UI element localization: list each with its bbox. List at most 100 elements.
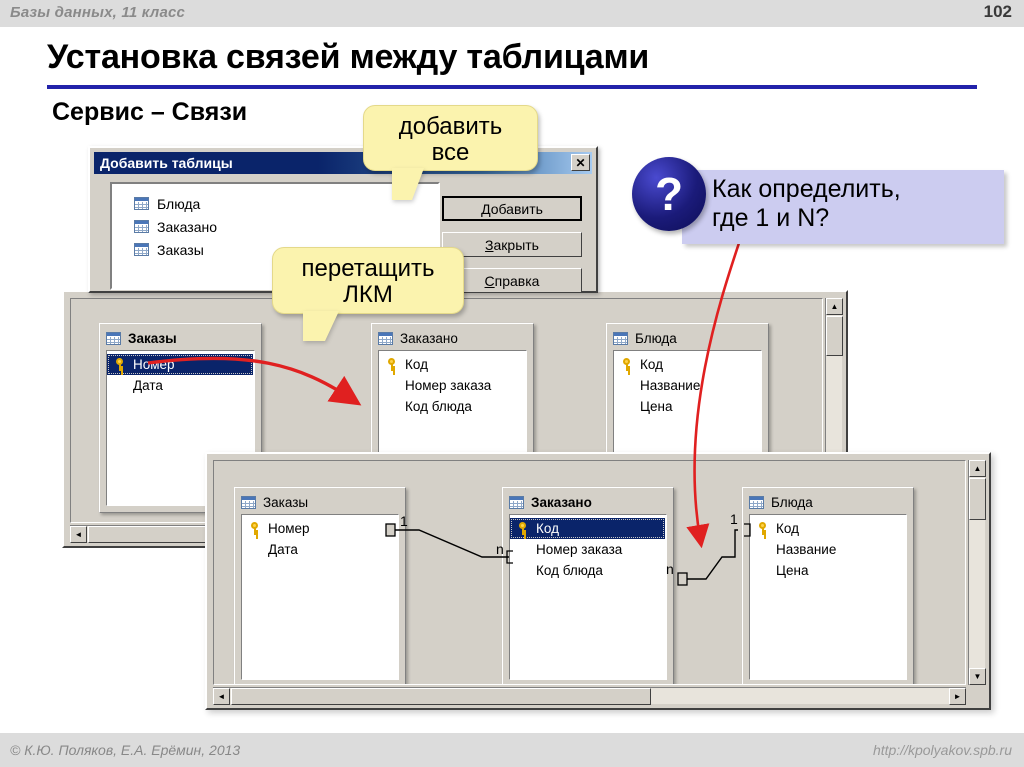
scroll-right-button[interactable]: ►: [949, 688, 966, 705]
field-label: Номер заказа: [536, 542, 623, 557]
field-row[interactable]: Номер: [242, 518, 398, 539]
field-row[interactable]: Название: [614, 375, 761, 396]
slide-subtitle: Сервис – Связи: [52, 98, 248, 126]
scroll-thumb-horizontal[interactable]: [231, 688, 651, 705]
field-label: Название: [640, 378, 701, 393]
table-card-blyuda-bottom[interactable]: Блюда Код Название Цена: [742, 487, 914, 684]
scroll-thumb-vertical[interactable]: [969, 478, 986, 520]
list-item-label: Заказы: [157, 241, 204, 258]
callout-add-all-line2: все: [431, 138, 470, 166]
footer-bar: [0, 733, 1024, 767]
help-button[interactable]: Справка: [442, 268, 582, 293]
header-bar: [0, 0, 1024, 27]
field-label: Номер: [133, 357, 175, 372]
horizontal-scrollbar-bottom[interactable]: ◄ ►: [213, 687, 966, 705]
table-card-title: Заказы: [263, 495, 309, 510]
scroll-up-button[interactable]: ▲: [969, 460, 986, 477]
primary-key-icon: [113, 358, 126, 371]
field-row[interactable]: Дата: [107, 375, 254, 396]
field-row[interactable]: Номер заказа: [379, 375, 526, 396]
callout-add-all: добавить все: [363, 105, 538, 200]
table-icon: [134, 243, 149, 256]
add-button-label: обавить: [490, 200, 543, 217]
table-card-title: Блюда: [635, 331, 677, 346]
primary-key-icon: [756, 522, 769, 535]
table-icon: [134, 197, 149, 210]
field-label: Код: [776, 521, 799, 536]
table-card-title: Заказано: [400, 331, 458, 346]
callout-drag: перетащить ЛКМ: [272, 247, 464, 341]
table-icon: [241, 496, 256, 509]
field-label: Код: [405, 357, 428, 372]
callout-drag-line1: перетащить: [301, 255, 435, 282]
link-end-many-left: [506, 550, 513, 564]
scroll-left-button[interactable]: ◄: [70, 526, 87, 543]
relationships-window-bottom: Заказы Номер Дата Заказано: [205, 452, 991, 710]
field-row[interactable]: Цена: [614, 396, 761, 417]
table-card-fields: Номер Дата: [241, 514, 399, 680]
primary-key-icon: [620, 358, 633, 371]
list-item[interactable]: Блюда: [134, 192, 438, 215]
callout-question-line1: Как определить,: [712, 175, 901, 203]
list-item[interactable]: Заказано: [134, 215, 438, 238]
vertical-scrollbar-bottom[interactable]: ▲ ▼: [968, 460, 986, 685]
table-card-header: Блюда: [749, 493, 907, 512]
field-row[interactable]: Код блюда: [510, 560, 666, 581]
field-row[interactable]: Код блюда: [379, 396, 526, 417]
list-item-label: Заказано: [157, 218, 218, 235]
table-card-header: Заказы: [241, 493, 399, 512]
primary-key-icon: [248, 522, 261, 535]
list-item[interactable]: Заказы: [134, 238, 438, 261]
field-label: Цена: [776, 563, 809, 578]
field-row[interactable]: Цена: [750, 560, 906, 581]
link-end-one-left: [385, 523, 396, 537]
page-title: Установка связей между таблицами: [47, 38, 650, 76]
cardinality-one-left: 1: [400, 513, 408, 529]
add-button-mnemonic: Д: [481, 200, 491, 217]
field-row[interactable]: Код: [614, 354, 761, 375]
field-row[interactable]: Код: [510, 518, 665, 539]
close-icon[interactable]: ✕: [571, 154, 590, 171]
scroll-left-button[interactable]: ◄: [213, 688, 230, 705]
table-card-header: Заказано: [378, 329, 527, 348]
table-icon: [509, 496, 524, 509]
scroll-up-button[interactable]: ▲: [826, 298, 843, 315]
field-row[interactable]: Номер: [107, 354, 253, 375]
close-button-mnemonic: З: [485, 236, 494, 253]
field-row[interactable]: Код: [750, 518, 906, 539]
table-card-title: Заказано: [531, 495, 592, 510]
field-row[interactable]: Название: [750, 539, 906, 560]
table-card-header: Блюда: [613, 329, 762, 348]
relationship-links: [385, 523, 751, 586]
table-card-zakazano-bottom[interactable]: Заказано Код Номер заказа Код блюда: [502, 487, 674, 684]
scroll-thumb-vertical[interactable]: [826, 316, 843, 356]
link-end-one-right: [744, 523, 751, 537]
footer-copyright: © К.Ю. Поляков, Е.А. Ерёмин, 2013: [10, 742, 241, 758]
relationships-canvas-bottom: Заказы Номер Дата Заказано: [213, 460, 966, 685]
table-icon: [749, 496, 764, 509]
callout-tail: [303, 311, 339, 341]
callout-question-line2: где 1 и N?: [712, 203, 830, 232]
question-mark-icon: ?: [632, 157, 706, 231]
help-button-mnemonic: С: [484, 272, 495, 289]
table-icon: [106, 332, 121, 345]
field-row[interactable]: Код: [379, 354, 526, 375]
close-button-label: акрыть: [493, 236, 539, 253]
add-button[interactable]: Добавить: [442, 196, 582, 221]
scroll-down-button[interactable]: ▼: [969, 668, 986, 685]
close-button[interactable]: Закрыть: [442, 232, 582, 257]
field-label: Цена: [640, 399, 673, 414]
field-row[interactable]: Дата: [242, 539, 398, 560]
table-card-header: Заказы: [106, 329, 255, 348]
list-item-label: Блюда: [157, 195, 201, 212]
table-card-zakazy-bottom[interactable]: Заказы Номер Дата: [234, 487, 406, 684]
field-label: Номер: [268, 521, 310, 536]
callout-drag-line2: ЛКМ: [343, 280, 393, 308]
footer-url[interactable]: http://kpolyakov.spb.ru: [872, 742, 1012, 758]
table-card-zakazy-top[interactable]: Заказы Номер Дата: [99, 323, 262, 513]
field-label: Код блюда: [536, 563, 603, 578]
field-row[interactable]: Номер заказа: [510, 539, 666, 560]
cardinality-one-right: 1: [730, 511, 738, 527]
table-icon: [134, 220, 149, 233]
